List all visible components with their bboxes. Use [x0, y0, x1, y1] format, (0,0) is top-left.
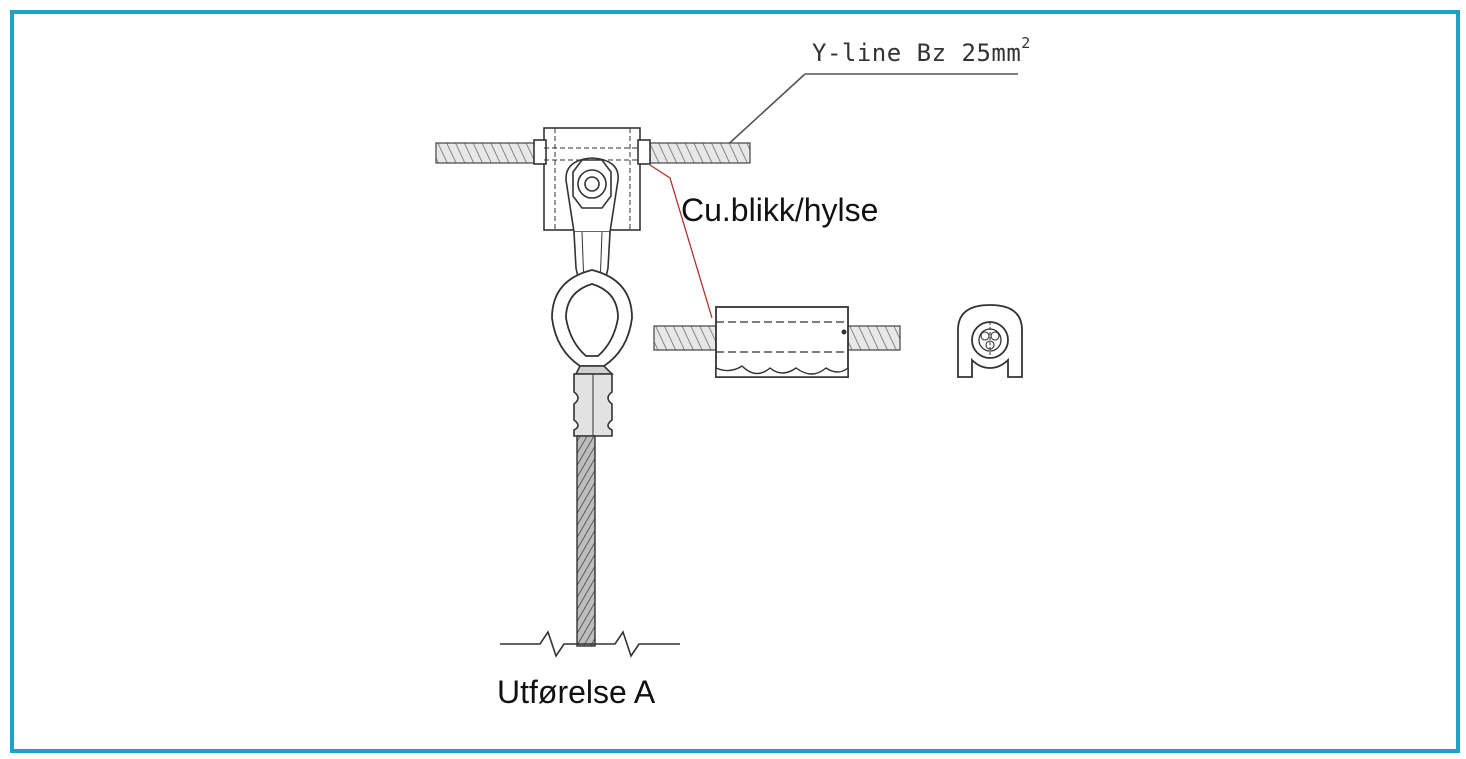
- figure-frame: [10, 10, 1460, 753]
- conductor-leader: [721, 73, 1018, 151]
- sleeve-side-view: [653, 306, 901, 378]
- variant-caption: Utførelse A: [497, 674, 656, 710]
- conductor-label-superscript: 2: [1021, 34, 1031, 52]
- sleeve-leader: [649, 164, 713, 319]
- sleeve-end-view: [957, 304, 1023, 378]
- vertical-wire: [576, 435, 596, 647]
- thimble: [551, 269, 633, 367]
- sleeve-label: Cu.blikk/hylse: [681, 192, 879, 228]
- ground-break-line: [500, 630, 680, 658]
- conductor-label-text: Y-line Bz 25mm: [812, 39, 1022, 67]
- conductor-label: Y-line Bz 25mm2: [812, 34, 1031, 67]
- crimp-ferrule: [573, 365, 614, 437]
